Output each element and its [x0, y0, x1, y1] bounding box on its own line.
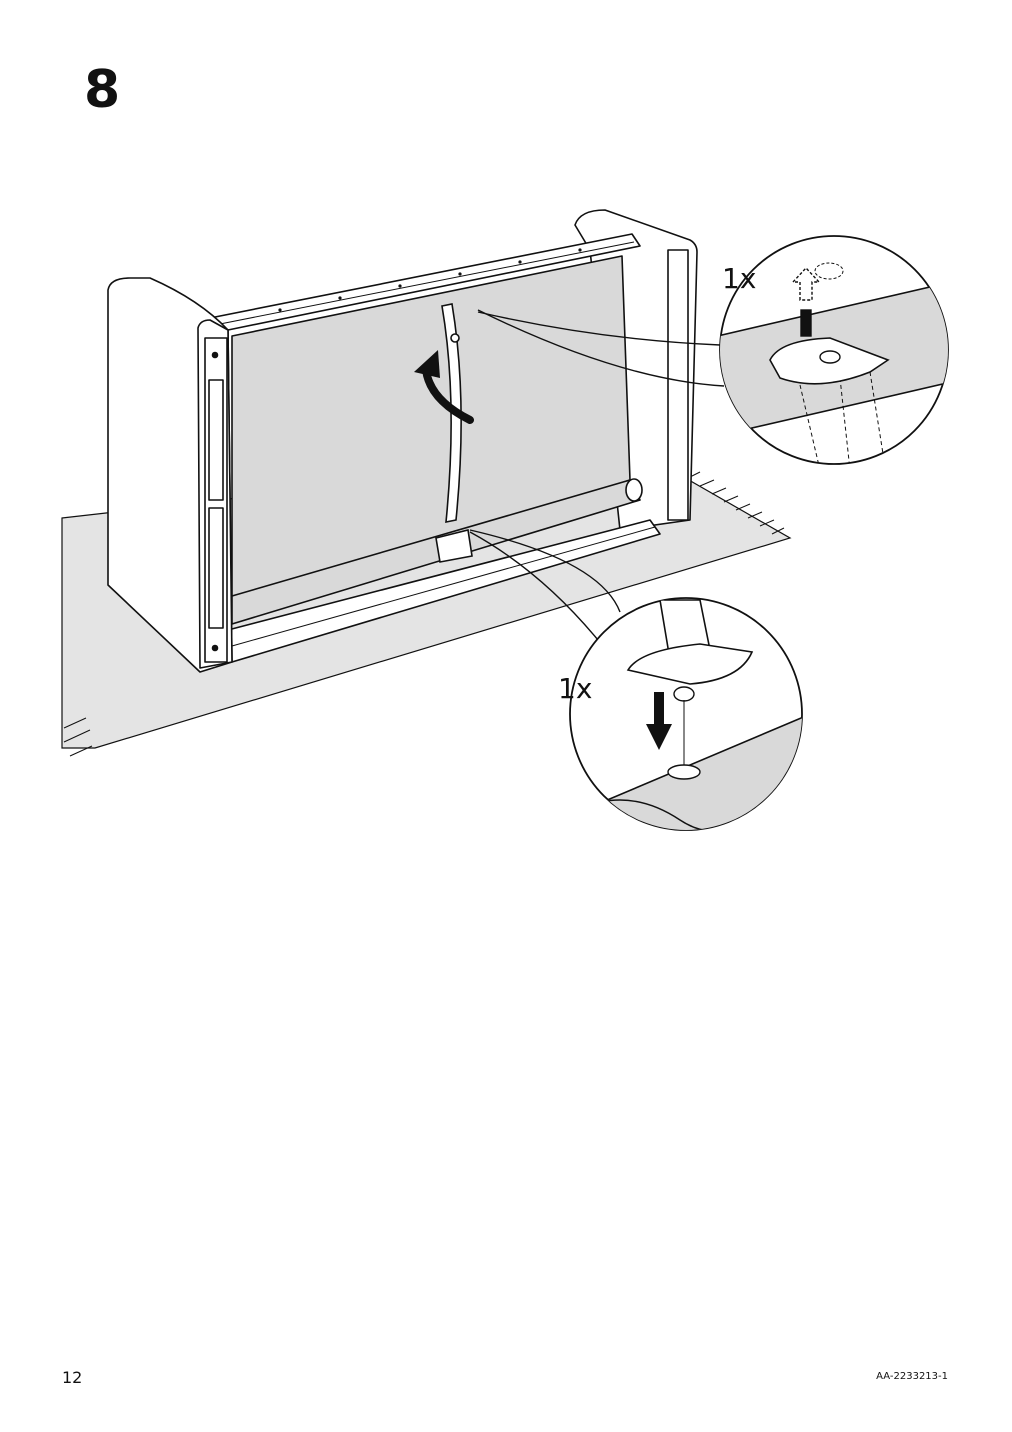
document-id: AA-2233213-1 [876, 1371, 948, 1382]
quantity-label-lower: 1x [558, 672, 592, 705]
detail-circle-upper: 1x [719, 235, 949, 465]
sofa-frame [107, 209, 698, 673]
callout-leaders [469, 309, 725, 641]
solid-down-arrow-icon [646, 692, 672, 750]
detail-circle-lower: 1x [558, 597, 803, 831]
quantity-label-upper: 1x [722, 262, 756, 295]
curved-arrow-icon [414, 350, 474, 424]
dashed-up-arrow-icon [791, 266, 821, 337]
step-number: 8 [84, 60, 120, 120]
page-number: 12 [62, 1368, 83, 1387]
